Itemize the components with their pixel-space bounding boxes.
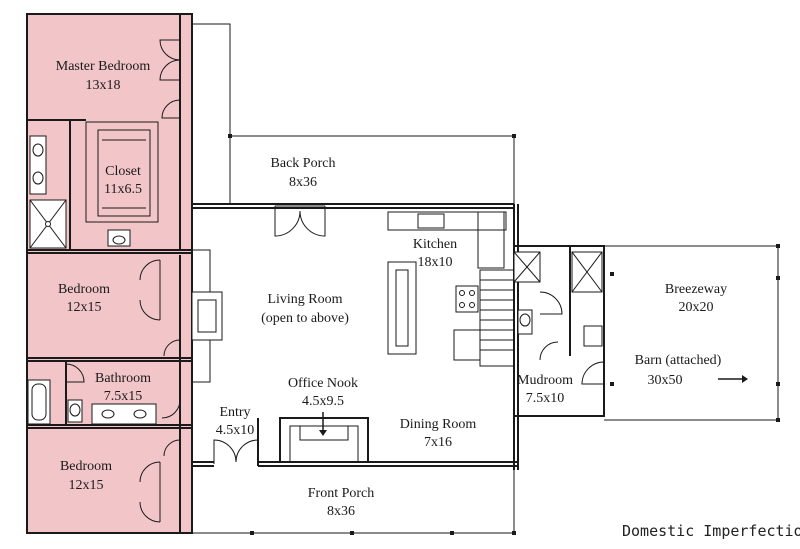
bedroom-2-name: Bedroom [60,459,112,474]
front-porch-name: Front Porch [308,486,375,501]
mudroom-size: 7.5x10 [526,391,565,406]
barn-name: Barn (attached) [635,353,722,368]
master-bedroom-name: Master Bedroom [56,59,151,74]
bedroom-1-size: 12x15 [67,300,102,315]
breezeway-size: 20x20 [679,300,714,315]
master-bedroom-size: 13x18 [86,78,121,93]
living-room-size: (open to above) [261,311,349,326]
office-nook-size: 4.5x9.5 [302,394,344,409]
front-porch-size: 8x36 [327,504,355,519]
mudroom-layout [513,245,605,417]
front-porch-posts [250,531,516,535]
barn-size: 30x50 [648,373,683,388]
bathroom-name: Bathroom [95,371,151,386]
office-nook-desk [279,417,369,462]
bedroom-wing-walls [26,13,193,534]
mudroom-name: Mudroom [517,373,573,388]
bathroom-fixtures [27,361,157,425]
dining-room-size: 7x16 [424,435,452,450]
office-nook-arrow-icon [319,412,327,436]
back-porch-posts [228,134,516,138]
closet-size: 11x6.5 [104,182,142,197]
barn-arrow-icon [718,375,748,383]
back-porch-name: Back Porch [271,156,336,171]
back-porch-size: 8x36 [289,175,317,190]
living-room-name: Living Room [267,292,342,307]
bedroom-2-size: 12x15 [69,478,104,493]
entry-name: Entry [219,405,250,420]
bedroom-wing-fill [27,14,192,533]
wing-doors [139,39,181,523]
main-house-walls [192,23,519,534]
breezeway-outline [604,244,780,422]
breezeway-name: Breezeway [665,282,727,297]
dining-room-name: Dining Room [400,417,477,432]
entry-size: 4.5x10 [216,423,255,438]
closet-name: Closet [105,164,141,179]
master-bath-closet [27,119,159,250]
office-nook-name: Office Nook [288,376,358,391]
bedroom-1-name: Bedroom [58,282,110,297]
entry-door [213,418,259,467]
watermark: Domestic Imperfection [622,522,800,540]
kitchen-layout [387,211,515,367]
kitchen-size: 18x10 [418,255,453,270]
back-porch-door [274,205,326,237]
bathroom-size: 7.5x15 [104,389,143,404]
fireplace [191,249,223,383]
kitchen-name: Kitchen [413,237,457,252]
